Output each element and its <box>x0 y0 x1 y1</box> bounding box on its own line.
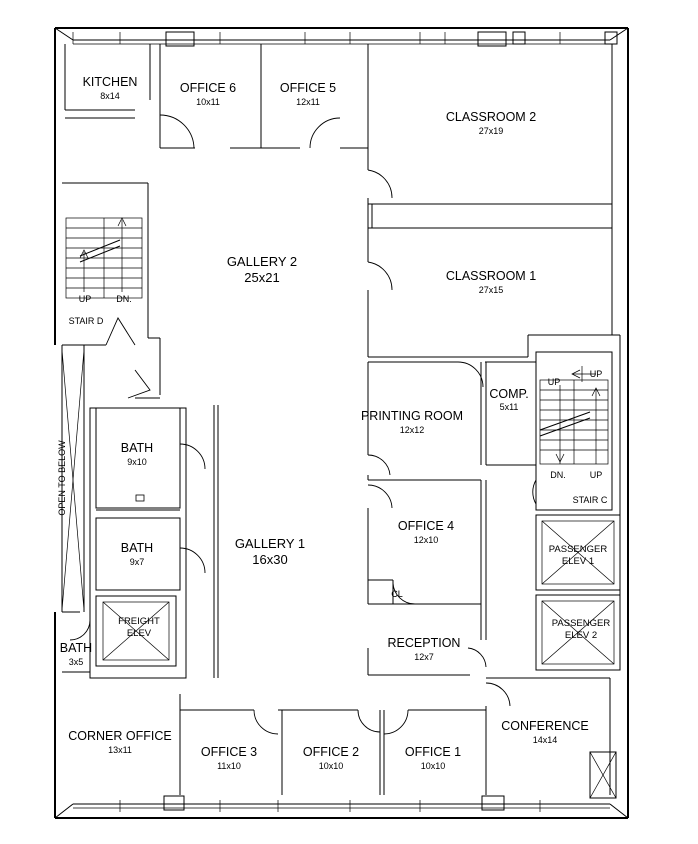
office1-dim: 10x10 <box>421 761 446 771</box>
passenger-elevator-2-shaft <box>541 600 615 665</box>
office6-label: OFFICE 6 <box>180 81 236 95</box>
stair-d-up-label: UP <box>79 294 92 304</box>
bath-small-dim: 3x5 <box>69 657 84 667</box>
stair-c-up-top-label: UP <box>590 369 603 379</box>
interior-walls <box>62 44 621 795</box>
office6-dim: 10x11 <box>196 97 220 107</box>
conference-shaft <box>589 751 617 799</box>
stair-d-label: STAIR D <box>69 316 104 326</box>
open-to-below-label: OPEN TO BELOW <box>57 440 67 516</box>
stair-c-up-label: UP <box>590 470 603 480</box>
freight-elevator-shaft <box>95 595 177 667</box>
printing-room-label: PRINTING ROOM <box>361 409 463 423</box>
office2-label: OFFICE 2 <box>303 745 359 759</box>
office5-dim: 12x11 <box>296 97 320 107</box>
passenger-elevator-1-label-2: ELEV 1 <box>562 556 594 567</box>
gallery2-label: GALLERY 2 <box>227 254 297 269</box>
bottom-windows <box>119 795 541 812</box>
reception-dim: 12x7 <box>414 652 434 662</box>
bath-lower-label: BATH <box>121 541 153 555</box>
office5-label: OFFICE 5 <box>280 81 336 95</box>
corner-office-dim: 13x11 <box>108 745 132 755</box>
office4-dim: 12x10 <box>414 535 439 545</box>
bath-small-label: BATH <box>60 641 92 655</box>
top-windows <box>72 31 618 47</box>
stair-c-down-label: DN. <box>550 470 566 480</box>
bath-lower-dim: 9x7 <box>130 557 145 567</box>
door-swings <box>69 114 537 735</box>
gallery1-label: GALLERY 1 <box>235 536 305 551</box>
stair-d-down-label: DN. <box>116 294 132 304</box>
comp-dim: 5x11 <box>500 402 519 412</box>
bath-upper-dim: 9x10 <box>127 457 147 467</box>
comp-label: COMP. <box>489 387 528 401</box>
closet-label: CL <box>391 589 403 599</box>
stair-c-treads <box>539 366 609 465</box>
passenger-elevator-1-label-1: PASSENGER <box>549 544 608 555</box>
freight-elevator-label-2: ELEV <box>127 628 152 639</box>
gallery2-dim: 25x21 <box>244 270 279 285</box>
office3-label: OFFICE 3 <box>201 745 257 759</box>
stair-c-label: STAIR C <box>573 495 608 505</box>
passenger-elevator-1-shaft <box>541 520 615 585</box>
freight-elevator-label-1: FREIGHT <box>118 616 160 627</box>
exterior-walls <box>54 27 629 819</box>
stair-c-up-side-label: UP <box>548 377 561 387</box>
conference-label: CONFERENCE <box>501 719 589 733</box>
bath-upper-label: BATH <box>121 441 153 455</box>
fixture-icon <box>135 494 145 502</box>
classroom1-label: CLASSROOM 1 <box>446 269 536 283</box>
office3-dim: 11x10 <box>217 761 241 771</box>
passenger-elevator-2-label-2: ELEV 2 <box>565 630 597 641</box>
conference-dim: 14x14 <box>533 735 558 745</box>
classroom1-dim: 27x15 <box>479 285 504 295</box>
open-to-below-area <box>61 345 85 612</box>
corner-office-label: CORNER OFFICE <box>68 729 171 743</box>
classroom2-dim: 27x19 <box>479 126 504 136</box>
passenger-elevator-2-label-1: PASSENGER <box>552 618 611 629</box>
office4-label: OFFICE 4 <box>398 519 454 533</box>
reception-label: RECEPTION <box>388 636 461 650</box>
gallery1-dim: 16x30 <box>252 552 287 567</box>
stair-d-treads <box>65 217 143 299</box>
kitchen-label: KITCHEN <box>83 75 138 89</box>
office2-dim: 10x10 <box>319 761 344 771</box>
printing-room-dim: 12x12 <box>400 425 425 435</box>
office1-label: OFFICE 1 <box>405 745 461 759</box>
classroom2-label: CLASSROOM 2 <box>446 110 536 124</box>
kitchen-dim: 8x14 <box>100 91 120 101</box>
